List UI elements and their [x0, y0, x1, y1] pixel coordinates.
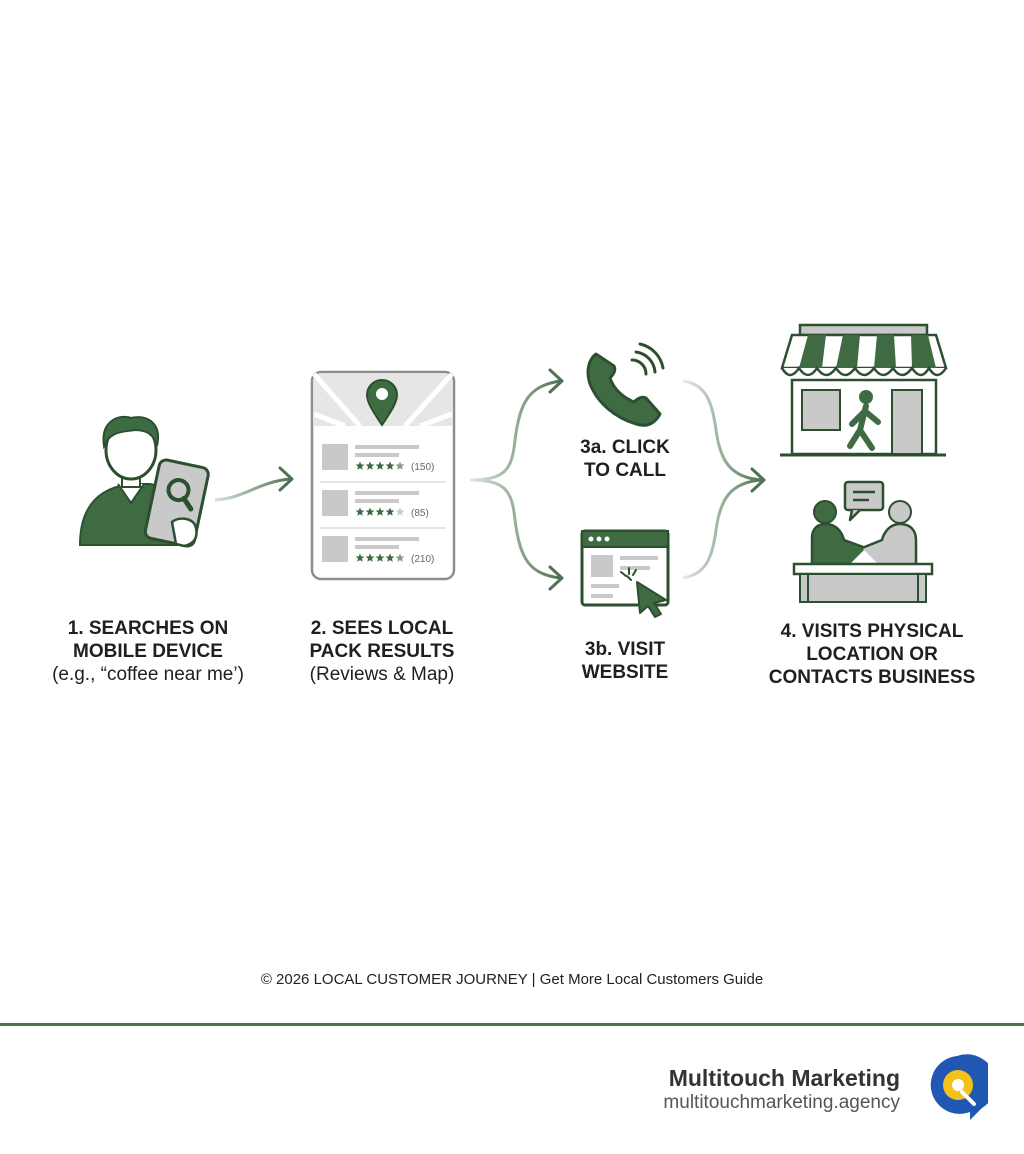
split-arrows [469, 368, 564, 591]
listing-line [355, 537, 419, 541]
review-count: (85) [411, 508, 429, 519]
listing-row[interactable]: (150) [322, 444, 434, 473]
step-2-subtitle: (Reviews & Map) [309, 664, 455, 685]
step-3b-label: 3b. VISIT WEBSITE [545, 638, 705, 684]
brand-name: Multitouch Marketing [668, 1065, 900, 1091]
merge-arrows [682, 379, 766, 580]
listing-thumbnail [322, 444, 348, 470]
step-2-label: 2. SEES LOCAL PACK RESULTS (Reviews & Ma… [282, 617, 482, 686]
brand-url[interactable]: multitouchmarketing.agency [663, 1092, 900, 1113]
star-icon [385, 461, 395, 470]
step-3a-title-line-2: TO CALL [584, 460, 666, 481]
star-icon [365, 507, 375, 516]
listing-thumbnail [322, 536, 348, 562]
local-pack-card: (150) (85) (210) [310, 370, 456, 581]
step-2-title-line-2: PACK RESULTS [309, 641, 455, 662]
step-3b-title-line-1: 3b. VISIT [584, 639, 666, 660]
listing-row[interactable]: (210) [322, 536, 434, 565]
arrow-step1-to-step2 [214, 466, 294, 502]
star-icon [395, 553, 405, 562]
listing-line [355, 545, 399, 549]
star-icon [385, 507, 395, 516]
step-4-title-line-3: CONTACTS BUSINESS [768, 667, 976, 688]
step-1-label: 1. SEARCHES ON MOBILE DEVICE (e.g., “cof… [28, 617, 268, 686]
listing-line [355, 453, 399, 457]
star-icon [375, 507, 385, 516]
step-3b-title-line-2: WEBSITE [581, 662, 669, 683]
star-icon [355, 461, 365, 470]
star-icon [355, 507, 365, 516]
listing-thumbnail [322, 490, 348, 516]
storefront-icon [780, 323, 948, 457]
star-icon [365, 461, 375, 470]
listing-row[interactable]: (85) [322, 490, 429, 519]
step-1-title-line-2: MOBILE DEVICE [73, 641, 223, 662]
star-icon [395, 507, 405, 516]
review-count: (150) [411, 462, 434, 473]
star-icon [375, 461, 385, 470]
step-3a-label: 3a. CLICK TO CALL [545, 436, 705, 482]
walking-person-icon [847, 390, 881, 451]
website-click-icon [580, 529, 670, 618]
step-1-subtitle: (e.g., “coffee near me’) [52, 664, 244, 685]
star-icon [395, 461, 405, 470]
star-icon [355, 553, 365, 562]
step-3a-title-line-1: 3a. CLICK [580, 437, 670, 458]
step-2-title-line-1: 2. SEES LOCAL [310, 618, 454, 639]
star-icon [375, 553, 385, 562]
phone-call-icon [586, 342, 665, 427]
brand-block: Multitouch Marketing multitouchmarketing… [663, 1064, 900, 1114]
review-count: (210) [411, 554, 434, 565]
handshake-counter-icon [792, 480, 934, 603]
step-4-title-line-1: 4. VISITS PHYSICAL [780, 621, 964, 642]
listing-line [355, 499, 399, 503]
listing-line [355, 445, 419, 449]
listing-line [355, 491, 419, 495]
footer-divider [0, 1023, 1024, 1026]
brand-logo-icon [930, 1054, 988, 1120]
step-4-title-line-2: LOCATION OR [806, 644, 938, 665]
star-icon [365, 553, 375, 562]
person-with-phone-icon [78, 415, 210, 548]
step-4-label: 4. VISITS PHYSICAL LOCATION OR CONTACTS … [752, 620, 992, 689]
map-pin-icon [365, 379, 399, 427]
footer-caption: © 2026 LOCAL CUSTOMER JOURNEY | Get More… [260, 971, 764, 988]
step-1-title-line-1: 1. SEARCHES ON [67, 618, 229, 639]
star-icon [385, 553, 395, 562]
